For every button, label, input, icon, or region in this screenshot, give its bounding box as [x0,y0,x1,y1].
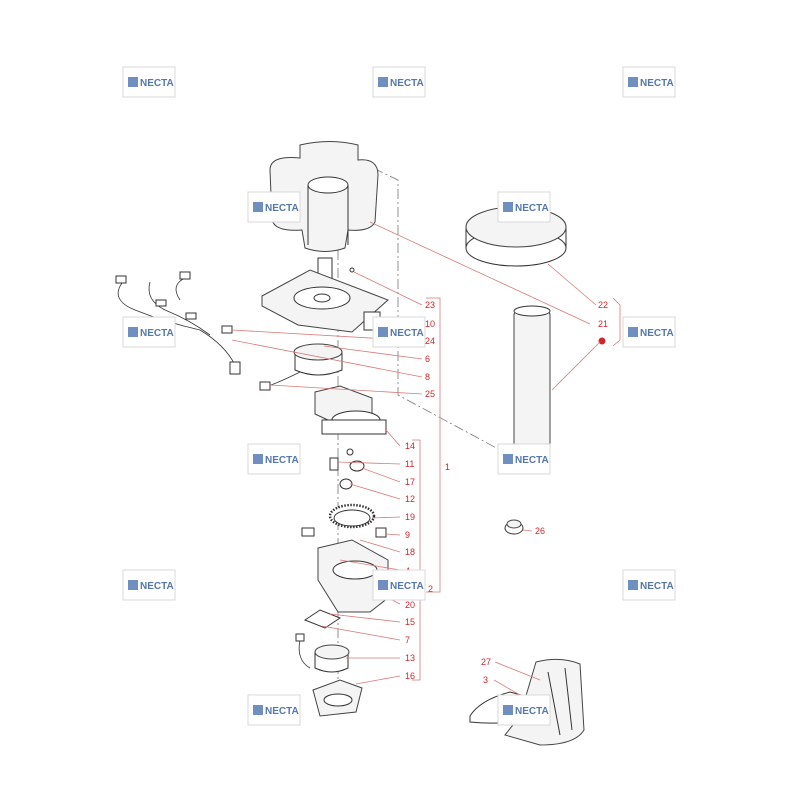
callout-11: 11 [405,459,414,469]
svg-text:NECTA: NECTA [390,581,424,592]
svg-text:NECTA: NECTA [140,328,174,339]
brand-logo-icon [503,454,513,464]
brand-logo-icon [378,580,388,590]
callout-10: 10 [425,319,435,329]
svg-text:NECTA: NECTA [265,203,299,214]
callout-24: 24 [425,336,435,346]
callout-3: 3 [483,675,488,685]
callout-2: 2 [428,584,433,594]
plate-part [303,609,342,629]
watermark-logo: NECTA [497,191,551,223]
callout-27: 27 [481,657,491,667]
lower-body-part [301,527,389,613]
watermark-logo: NECTA [622,569,676,601]
svg-text:NECTA: NECTA [640,78,674,89]
watermark-logo: NECTA [497,694,551,726]
callout-22: 22 [598,300,608,310]
watermark-logo: NECTA [497,443,551,475]
brand-logo-icon [128,77,138,87]
tube-part [513,305,551,467]
brand-logo-icon [253,202,263,212]
callout-labels: 1 2 3 4 5 6 7 8 9 10 11 12 13 14 15 16 1… [405,300,627,685]
callout-7: 7 [405,635,410,645]
callout-14: 14 [405,441,415,451]
brand-logo-icon [378,77,388,87]
callout-9: 9 [405,530,410,540]
brand-logo-icon [128,327,138,337]
brand-logo-icon [503,202,513,212]
brand-logo-icon [128,580,138,590]
brand-logo-icon [628,327,638,337]
callout-17: 17 [405,477,415,487]
svg-text:NECTA: NECTA [515,706,549,717]
support-plate-part [261,257,389,333]
brand-logo-icon [253,705,263,715]
watermark-logo: NECTA [372,66,426,98]
brand-logo-icon [628,77,638,87]
bottom-cup-part [312,679,363,717]
callout-12: 12 [405,494,415,504]
callout-23: 23 [425,300,435,310]
callout-16: 16 [405,671,415,681]
callout-13: 13 [405,653,415,663]
callout-18: 18 [405,547,415,557]
watermark-logo: NECTA [122,66,176,98]
svg-text:NECTA: NECTA [265,706,299,717]
callout-1: 1 [445,462,450,472]
callout-26: 26 [535,526,545,536]
watermark-layer: NECTA NECTA NECTA NECTA NECTA NECTA NECT… [122,66,676,726]
gear-ring-part [328,503,376,529]
callout-15: 15 [405,617,415,627]
watermark-logo: NECTA [247,694,301,726]
svg-text:NECTA: NECTA [515,455,549,466]
dosing-housing-part [314,385,387,435]
brand-logo-icon [503,705,513,715]
svg-text:NECTA: NECTA [140,78,174,89]
watermark-logo: NECTA [122,316,176,348]
brand-logo-icon [253,454,263,464]
svg-text:NECTA: NECTA [640,581,674,592]
svg-text:NECTA: NECTA [640,328,674,339]
callout-19: 19 [405,512,415,522]
watermark-logo: NECTA [622,316,676,348]
callout-8: 8 [425,372,430,382]
watermark-logo: NECTA [372,569,426,601]
lower-motor-part [295,633,350,673]
svg-text:NECTA: NECTA [390,78,424,89]
callout-25: 25 [425,389,435,399]
knob-part [504,519,524,535]
motor-part [259,343,343,391]
svg-text:NECTA: NECTA [515,203,549,214]
watermark-logo: NECTA [247,191,301,223]
watermark-logo: NECTA [247,443,301,475]
small-parts-part [329,448,365,490]
callout-6: 6 [425,354,430,364]
svg-text:NECTA: NECTA [390,328,424,339]
watermark-logo: NECTA [122,569,176,601]
callout-21: 21 [598,319,608,329]
watermark-logo: NECTA [622,66,676,98]
callout-20: 20 [405,600,415,610]
brand-logo-icon [628,580,638,590]
brand-logo-icon [378,327,388,337]
watermark-logo: NECTA [372,316,426,348]
svg-text:NECTA: NECTA [265,455,299,466]
reference-dot [598,337,606,345]
small-cube-part [375,527,387,538]
canister-part [269,141,379,252]
svg-text:NECTA: NECTA [140,581,174,592]
